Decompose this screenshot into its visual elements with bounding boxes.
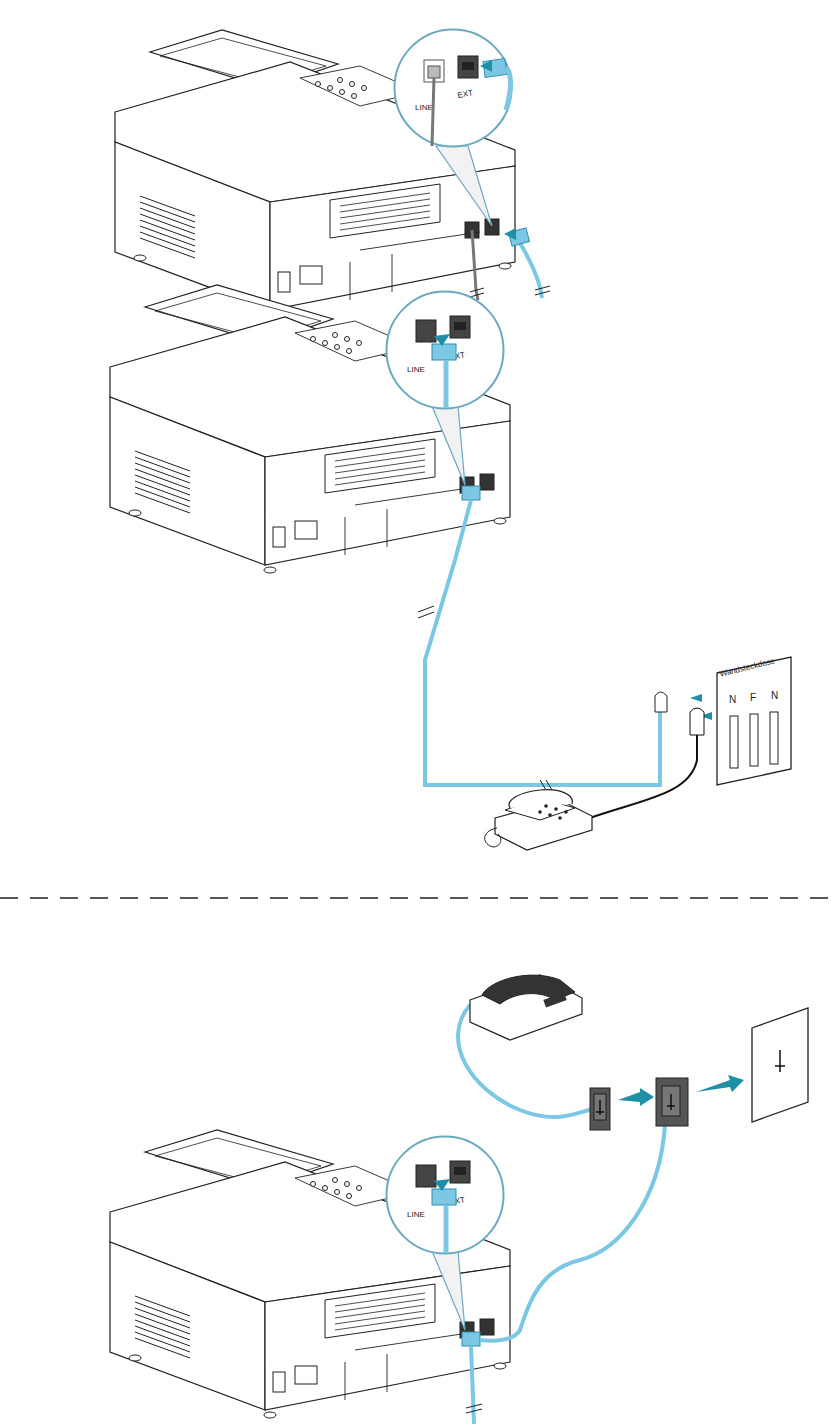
port-label: LINE bbox=[407, 366, 425, 374]
port-callout: LINEEXT bbox=[393, 28, 513, 148]
callout-circle bbox=[385, 1135, 505, 1255]
callout-outline bbox=[395, 30, 512, 147]
callout-outline bbox=[387, 1137, 504, 1254]
callout-circle bbox=[385, 290, 505, 410]
port-label: LINE bbox=[415, 104, 433, 112]
port-callout: LINEEXT bbox=[385, 1135, 505, 1255]
socket-outline bbox=[717, 657, 791, 785]
wall-socket: WandsteckdoseNFN bbox=[715, 655, 793, 787]
callout-outline bbox=[387, 292, 504, 409]
callout-circle bbox=[393, 28, 513, 148]
socket-letter: F bbox=[750, 693, 756, 703]
port-label: LINE bbox=[407, 1211, 425, 1219]
socket-letter: N bbox=[771, 691, 778, 701]
port-callout: LINEEXT bbox=[385, 290, 505, 410]
socket-letter: N bbox=[729, 695, 736, 705]
